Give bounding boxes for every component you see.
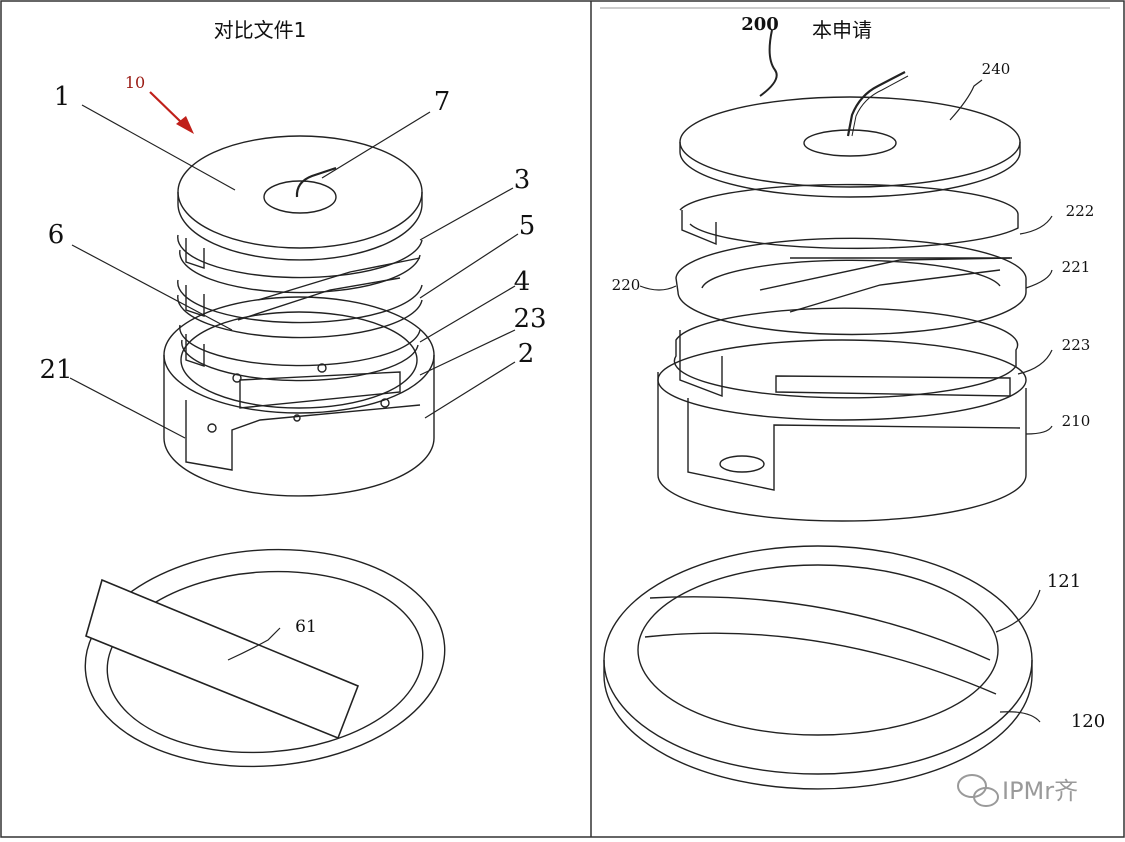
right-bottom-ring [603, 545, 1033, 790]
label-21: 21 [39, 355, 72, 385]
left-bottom-ring [84, 548, 446, 768]
left-panel-title: 对比文件1 [214, 18, 307, 42]
label-120: 120 [1071, 711, 1105, 732]
label-4: 4 [514, 267, 531, 297]
label-222: 222 [1066, 202, 1095, 220]
left-spring [177, 234, 423, 382]
right-top-plate [679, 71, 1021, 198]
label-3: 3 [514, 165, 531, 195]
label-121: 121 [1047, 571, 1081, 592]
label-6: 6 [48, 220, 65, 250]
label-240: 240 [982, 60, 1011, 78]
right-leaders [639, 29, 1053, 723]
label-2: 2 [518, 339, 535, 369]
left-panel [69, 104, 519, 768]
right-base [657, 339, 1027, 522]
wechat-icon [957, 774, 999, 807]
label-5: 5 [519, 211, 536, 241]
left-top-disc [177, 135, 423, 261]
red-arrow-icon [149, 91, 194, 134]
label-221: 221 [1062, 258, 1091, 276]
left-leaders [69, 104, 519, 661]
left-base [163, 296, 435, 497]
right-panel [603, 29, 1053, 790]
right-spring [675, 183, 1027, 336]
label-23: 23 [513, 304, 546, 334]
label-200: 200 [741, 14, 779, 35]
watermark: IPMr齐 [957, 774, 1078, 807]
label-210: 210 [1062, 412, 1091, 430]
watermark-text: IPMr齐 [1002, 777, 1078, 805]
right-panel-title: 本申请 [812, 18, 872, 42]
label-1: 1 [54, 82, 71, 112]
label-7: 7 [434, 87, 451, 117]
label-220: 220 [612, 276, 641, 294]
arrow-label: 10 [125, 73, 145, 92]
label-61: 61 [295, 617, 317, 637]
label-223: 223 [1062, 336, 1091, 354]
